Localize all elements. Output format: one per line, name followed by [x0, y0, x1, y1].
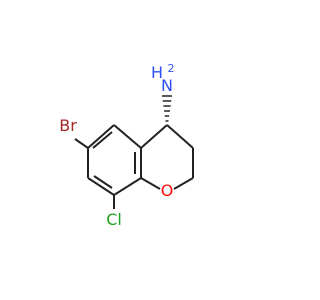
ring-oxygen-label: O: [161, 181, 174, 200]
pyran-ring: [140, 124, 194, 190]
bond-c7-c8-inner: [93, 175, 113, 189]
bond-c6-br: [74, 138, 89, 149]
bond-o-c8a: [140, 177, 161, 190]
amine-n-label: N: [161, 76, 173, 95]
substituent-bonds: [74, 138, 115, 209]
chlorine-label: Cl: [106, 210, 122, 229]
bond-c2-o: [173, 177, 194, 190]
bond-c4-c3: [166, 124, 194, 149]
bond-c5-c6-inner: [92, 131, 113, 149]
bond-c7-c8: [87, 177, 115, 196]
bond-c4a-c4: [140, 124, 168, 149]
bond-c4a-c5: [113, 124, 142, 149]
aromatic-ring: [87, 124, 142, 196]
bond-c5-c6: [87, 124, 115, 149]
molecule-diagram: H 2 N Br Cl O: [59, 62, 194, 229]
stereo-hash-bond: [162, 95, 172, 122]
structure-canvas: H 2 N Br Cl O: [59, 62, 194, 229]
bromine-label: Br: [59, 116, 77, 135]
amine-h-label: H: [151, 63, 163, 82]
amine-h-count-label: 2: [168, 62, 175, 75]
bond-c8-c8a: [113, 177, 142, 196]
